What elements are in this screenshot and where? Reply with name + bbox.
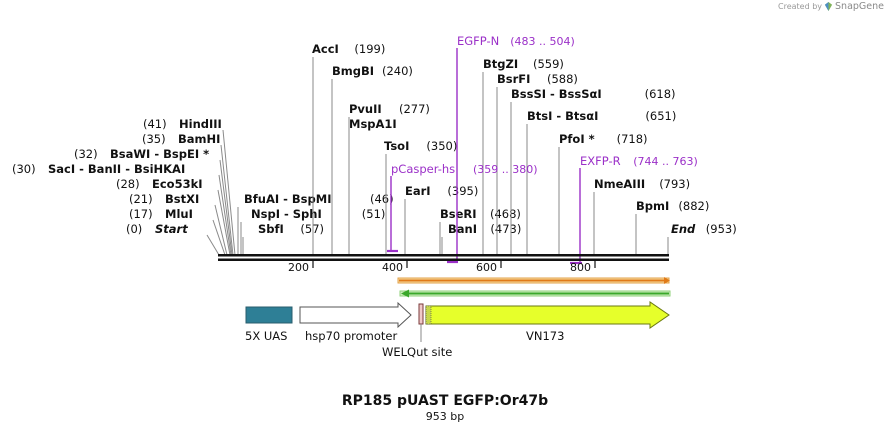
feature-hsp70-promoter	[299, 301, 412, 329]
green-arrow-head	[401, 289, 409, 298]
ruler-label-200: 200	[288, 261, 309, 274]
site-nmeaiii-position: (793)	[659, 177, 690, 191]
site-bpmi-position: (882)	[678, 199, 709, 213]
site-bfuai-position: (46)	[370, 192, 394, 206]
site-bseri-label: BseRI	[440, 207, 477, 221]
site-mlui-position: (17)	[129, 207, 153, 221]
feature-welqut-site	[418, 303, 424, 325]
site-pvuii-label: PvuII	[349, 102, 382, 116]
site-nmeaiii-label: NmeAIII	[594, 177, 645, 191]
site-btsi-position: (651)	[645, 109, 676, 123]
site-tsoi-label: TsoI	[384, 139, 409, 153]
site-acci-label: AccI	[312, 42, 339, 56]
site-saci-label: SacI - BanII - BsiHKAI	[48, 162, 185, 176]
ruler-label-800: 800	[570, 261, 591, 274]
site-eari-position: (395)	[447, 184, 478, 198]
created-by-label: Created by	[778, 2, 823, 11]
site-bani-position: (473)	[490, 222, 521, 236]
site-mlui-line	[212, 219, 226, 256]
site-eari-label: EarI	[405, 184, 431, 198]
site-pfoi-label: PfoI *	[559, 132, 595, 146]
site-btgzi-label: BtgZI	[483, 57, 518, 71]
site-bstxi-label: BstXI	[165, 192, 199, 206]
plasmid-title: RP185 pUAST EGFP:Or47b	[341, 393, 549, 409]
feature-5x-uas-label: 5X UAS	[245, 329, 287, 343]
site-start-label: Start	[155, 222, 188, 236]
site-bstxi-position: (21)	[129, 192, 153, 206]
feature-5x-uas	[245, 306, 293, 324]
site-hindiii-label: HindIII	[179, 117, 222, 131]
site-bsawi-label: BsaWI - BspEI *	[110, 147, 209, 161]
site-bstxi-line	[214, 204, 228, 256]
site-sbfi-position: (57)	[300, 222, 324, 236]
feature-welqut-site-label: WELQut site	[382, 345, 452, 359]
site-nspi-label: NspI - SphI	[251, 207, 322, 221]
site-bamhi-position: (35)	[142, 132, 166, 146]
site-eco53ki-label: Eco53kI	[152, 177, 203, 191]
site-bsrfi-position: (588)	[547, 72, 578, 86]
site-bamhi-line	[220, 144, 234, 256]
site-acci-position: (199)	[354, 42, 385, 56]
site-mspa1i-label: MspA1I	[349, 117, 397, 131]
site-bsssi-label: BssSI - BssSαI	[511, 87, 602, 101]
site-bani-label: BanI	[448, 222, 477, 236]
site-end-position: (953)	[706, 222, 737, 236]
site-bsrfi-label: BsrFI	[497, 72, 530, 86]
site-bpmi-label: BpmI	[636, 199, 669, 213]
feature-hsp70-promoter-label: hsp70 promoter	[305, 329, 398, 343]
site-bsawi-line	[219, 159, 233, 256]
site-sbfi-label: SbfI	[258, 222, 284, 236]
feature-vn173-label: VN173	[526, 329, 564, 343]
feature-vn173-start	[425, 305, 432, 325]
site-bmgbi-label: BmgBI	[332, 64, 374, 78]
site-bsssi-position: (618)	[645, 87, 676, 101]
site-mlui-label: MluI	[165, 207, 193, 221]
site-eco53ki-position: (28)	[116, 177, 140, 191]
primer-exfp-r-label: EXFP-R	[580, 154, 621, 168]
site-bmgbi-position: (240)	[382, 64, 413, 78]
plasmid-length: 953 bp	[425, 410, 465, 423]
site-hindiii-position: (41)	[143, 117, 167, 131]
feature-vn173	[425, 301, 670, 329]
ruler-label-400: 400	[382, 261, 403, 274]
snapgene-name: SnapGene	[835, 1, 884, 12]
primer-egfp-n-label: EGFP-N	[457, 34, 499, 48]
primer-pcasper-hs-range: (359 .. 380)	[473, 163, 538, 176]
site-btgzi-position: (559)	[533, 57, 564, 71]
site-start-line	[206, 234, 220, 256]
site-pfoi-position: (718)	[617, 132, 648, 146]
site-nspi-position: (51)	[362, 207, 386, 221]
site-saci-position: (30)	[12, 162, 36, 176]
primer-exfp-r-range: (744 .. 763)	[633, 155, 698, 168]
site-pvuii-position: (277)	[399, 102, 430, 116]
site-end-label: End	[671, 222, 696, 236]
backbone-top-strand	[218, 254, 669, 257]
site-bamhi-label: BamHI	[178, 132, 220, 146]
ruler-label-600: 600	[476, 261, 497, 274]
site-bsawi-position: (32)	[74, 147, 98, 161]
site-eco53ki-line	[217, 189, 231, 256]
primer-egfp-n-range: (483 .. 504)	[510, 35, 575, 48]
orange-arrow-head	[664, 277, 670, 284]
snapgene-branding: Created by SnapGene	[778, 1, 884, 12]
site-bseri-position: (468)	[490, 207, 521, 221]
site-start-position: (0)	[126, 222, 142, 236]
primer-pcasper-hs-label: pCasper-hs	[391, 162, 455, 176]
site-hindiii-line	[222, 129, 236, 256]
site-tsoi-position: (350)	[426, 139, 457, 153]
site-btsi-label: BtsI - BtsαI	[527, 109, 598, 123]
site-saci-line	[218, 174, 232, 256]
site-bfuai-label: BfuAI - BspMI	[244, 192, 331, 206]
snapgene-logo-icon	[824, 2, 833, 11]
backbone-bottom-strand	[218, 258, 669, 261]
